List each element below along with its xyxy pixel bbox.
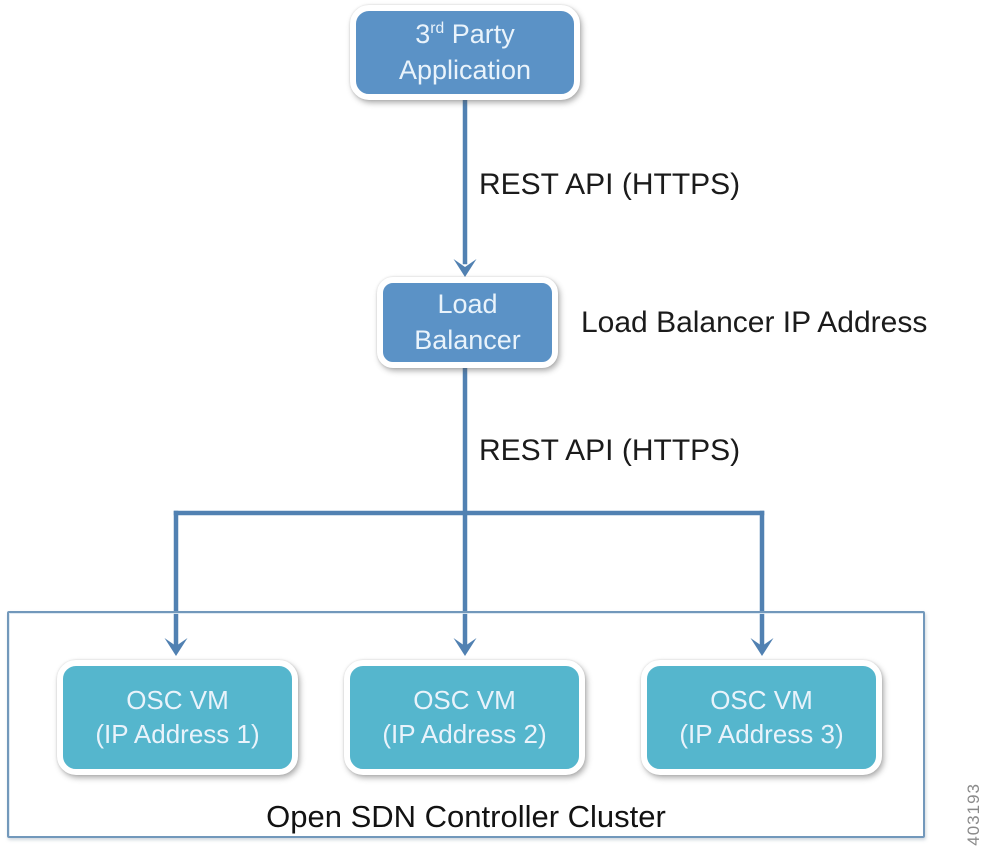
- load-balancer-line1: Load: [437, 289, 498, 320]
- osc-vm-2-line1: OSC VM: [413, 684, 516, 715]
- arrowhead-lb-icon: [453, 259, 477, 277]
- third-party-application-line2: Application: [398, 54, 532, 85]
- osc-vm-1-line2: (IP Address 1): [95, 718, 260, 749]
- third-party-application-line1: 3rd Party: [415, 19, 515, 50]
- cluster-title: Open SDN Controller Cluster: [266, 799, 666, 834]
- osc-vm-2-line2: (IP Address 2): [382, 718, 547, 749]
- rest-api-https-label-bottom: REST API (HTTPS): [479, 434, 741, 467]
- load-balancer-node: Load Balancer: [377, 277, 558, 368]
- third-party-application-node: 3rd Party Application: [350, 5, 580, 100]
- osc-vm-3-node: OSC VM (IP Address 3): [641, 660, 882, 775]
- superscript-rd: rd: [430, 20, 445, 38]
- figure-number: 403193: [964, 783, 983, 846]
- load-balancer-line2: Balancer: [414, 324, 521, 355]
- osc-vm-2-node: OSC VM (IP Address 2): [344, 660, 585, 775]
- osc-vm-3-line2: (IP Address 3): [679, 718, 844, 749]
- rest-api-https-label-top: REST API (HTTPS): [479, 168, 741, 201]
- open-sdn-controller-cluster-container: [7, 611, 925, 838]
- osc-vm-1-line1: OSC VM: [126, 684, 229, 715]
- osc-vm-1-node: OSC VM (IP Address 1): [57, 660, 298, 775]
- load-balancer-ip-address-label: Load Balancer IP Address: [581, 306, 928, 339]
- osc-vm-3-line1: OSC VM: [710, 684, 813, 715]
